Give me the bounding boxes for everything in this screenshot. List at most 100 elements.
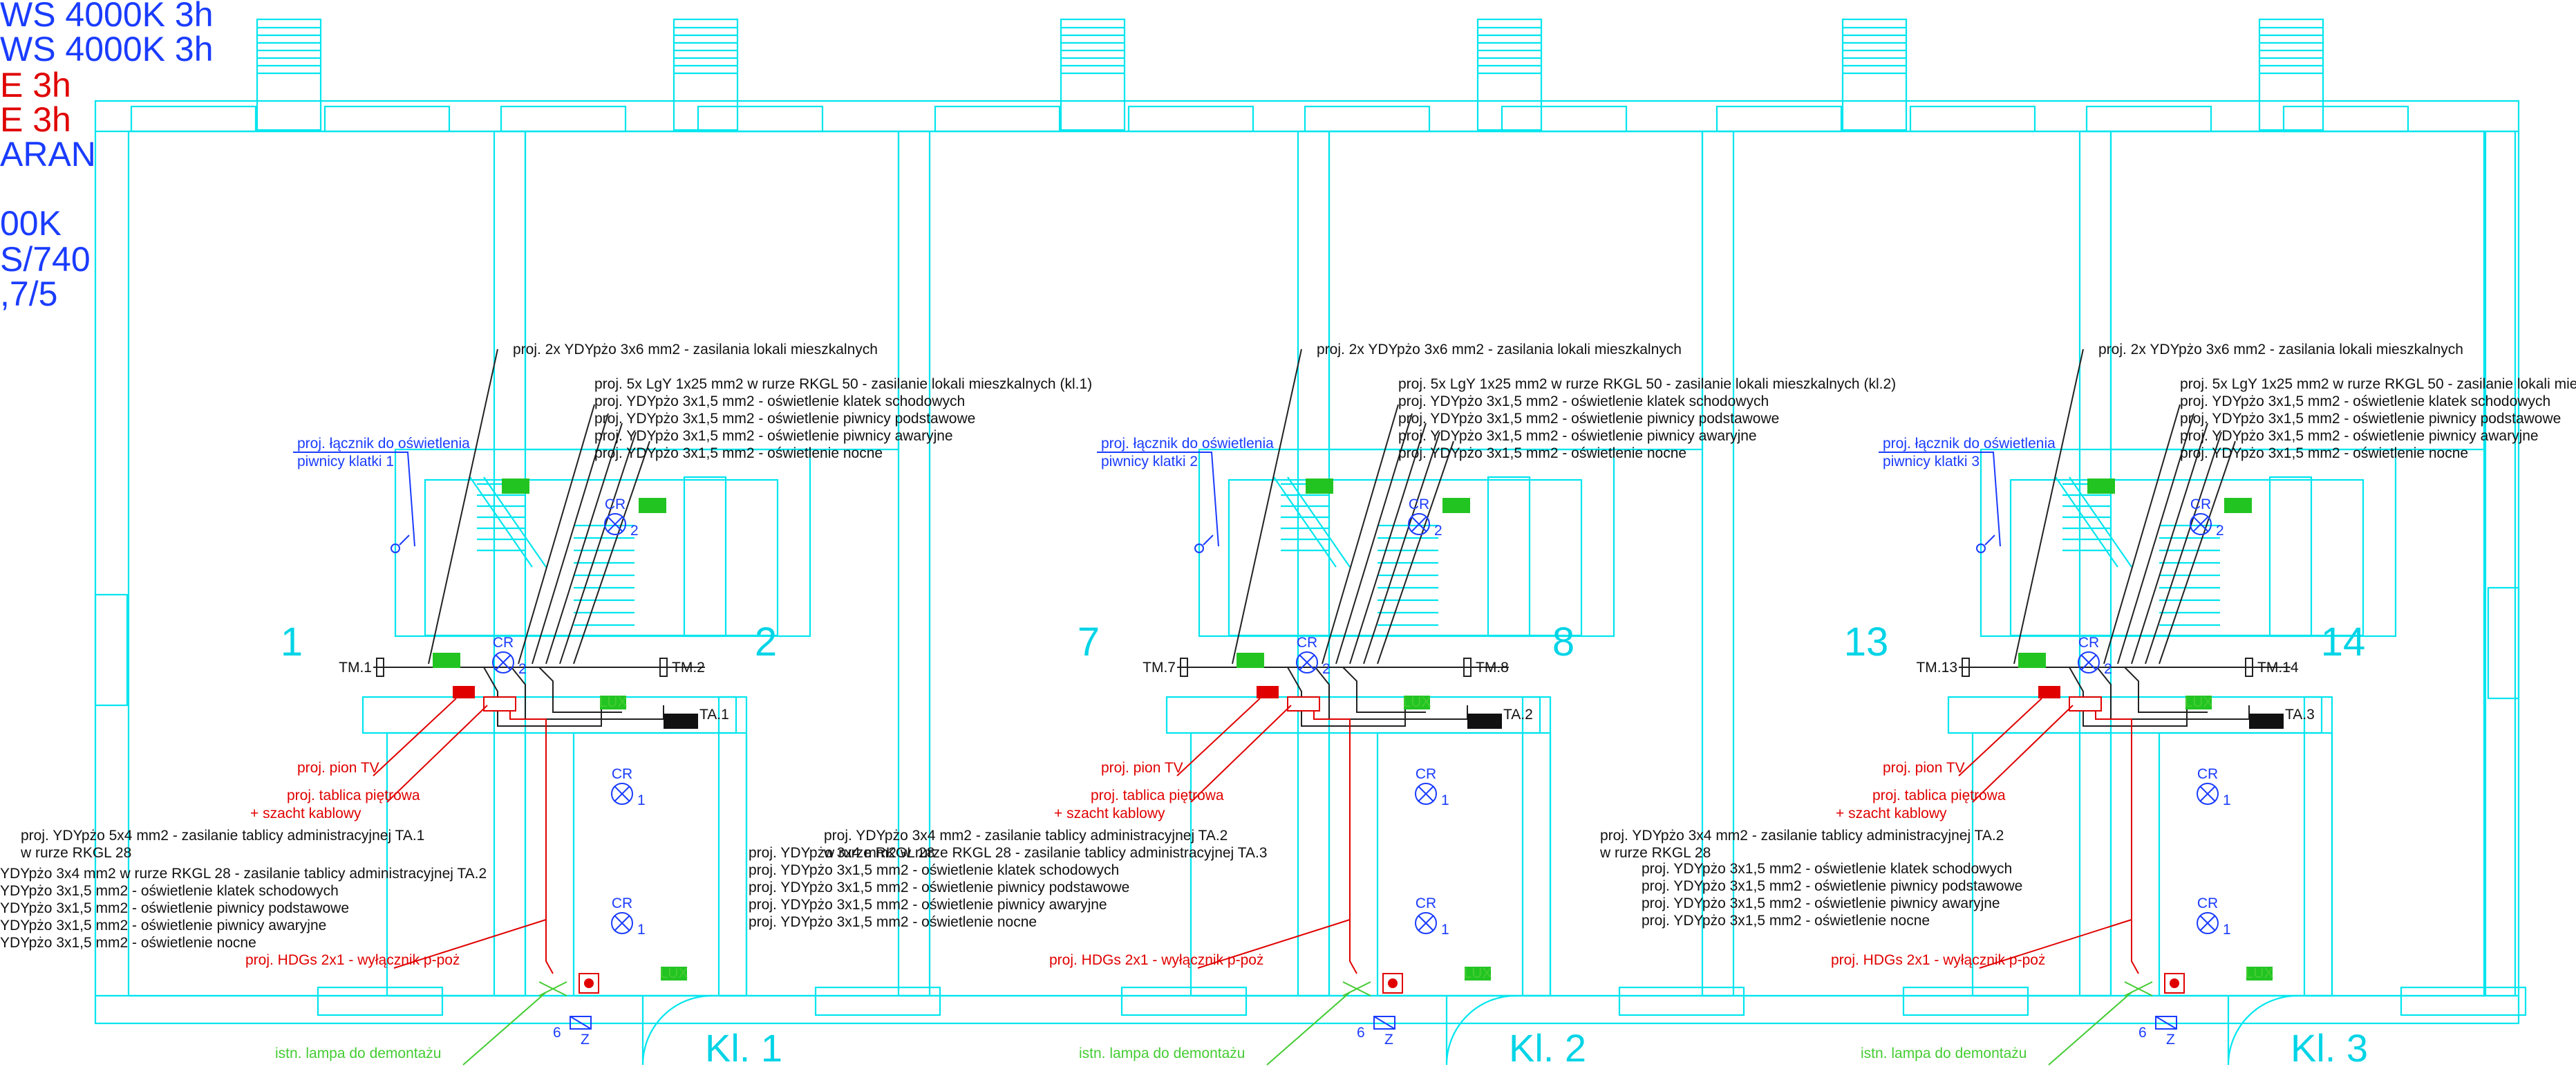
cable-label: proj. YDYpżo 3x1,5 mm2 - oświetlenie kla… — [2180, 393, 2550, 409]
cable-run — [1315, 667, 1468, 720]
luminaire-cross — [607, 516, 623, 532]
party-wall — [2483, 130, 2517, 997]
cable-label: proj. YDYpżo 3x1,5 mm2 - oświetlenie piw… — [2180, 428, 2539, 444]
feed-label: proj. 2x YDYpżo 3x6 mm2 - zasilania loka… — [513, 342, 878, 357]
annotation-labels: proj. YDYpżo 5x4 mm2 - zasilanie tablicy… — [0, 620, 2365, 951]
vent-stack — [2258, 18, 2324, 131]
exit-sign — [1442, 498, 1470, 513]
stair-hall-inner — [1228, 479, 1583, 637]
room-number: 13 — [1844, 620, 1889, 665]
door-count: 6 — [2138, 1025, 2147, 1041]
fire-leader — [1197, 919, 1351, 969]
stair-diagonal — [1287, 476, 1351, 568]
leader-line — [2159, 440, 2236, 665]
corridor-right — [572, 732, 748, 997]
luminaire-type: CR — [605, 496, 626, 512]
leader-line — [2117, 413, 2194, 665]
demolition-label: istn. lampa do demontażu — [275, 1046, 441, 1061]
cable-label: proj. YDYpżo 3x1,5 mm2 - oświetlenie piw… — [2180, 411, 2561, 427]
cable-label: proj. YDYpżo 3x1,5 mm2 - oświetlenie piw… — [1398, 428, 1757, 444]
stair-hall-inner — [2009, 479, 2365, 637]
lift-shaft — [1487, 476, 1531, 638]
window-frame — [2085, 105, 2212, 133]
switch-leader — [293, 452, 415, 547]
lower-cable-label: proj. YDYpżo 3x1,5 mm2 - oświetlenie kla… — [1642, 861, 2012, 877]
tm-left-label: TM.1 — [339, 660, 372, 676]
window-frame — [1501, 105, 1628, 133]
admin-board-label: TA.2 — [1503, 707, 1533, 723]
tv-riser-symbol — [1257, 686, 1279, 698]
luminaire-type: CR — [1416, 766, 1436, 782]
vent-stack — [1841, 18, 1908, 131]
tm-left-label: TM.7 — [1143, 660, 1176, 676]
landing — [1947, 696, 2323, 734]
column — [717, 696, 748, 997]
demolition-leader — [1266, 992, 1351, 1066]
party-wall — [2078, 130, 2112, 997]
tm-right-label: TM.8 — [1476, 660, 1509, 676]
luminaire-cross — [2199, 786, 2216, 802]
tv-leader — [1176, 698, 1261, 777]
window-frame — [1715, 105, 1843, 133]
exit-sign — [433, 653, 460, 668]
board-label: + szacht kablowy — [1054, 806, 1165, 821]
tv-leader — [1958, 698, 2042, 777]
lower-cable-label: YDYpżo 3x4 mm2 w rurze RKGL 28 - zasilan… — [0, 866, 487, 882]
admin-board-label: TA.1 — [699, 707, 729, 723]
door-symbol — [1373, 1016, 1395, 1030]
luminaire-symbol — [2190, 513, 2212, 535]
cable-label: proj. 5x LgY 1x25 mm2 w rurze RKGL 50 - … — [2180, 376, 2576, 392]
stair-hall — [394, 448, 811, 638]
exit-sign — [2018, 653, 2046, 668]
entrance-door-swing — [2227, 994, 2298, 1066]
luminaire-cross — [1299, 654, 1315, 671]
switch-leader — [1097, 452, 1219, 547]
lower-cable-label: proj. YDYpżo 3x4 mm2 w rurze RKGL 28 - z… — [749, 845, 1267, 861]
vent-stack — [1476, 18, 1543, 131]
tv-label: proj. pion TV — [1101, 760, 1183, 776]
tv-riser-symbol — [453, 686, 475, 698]
luminaire-cross — [614, 915, 630, 931]
admin-board-label: TA.3 — [2285, 707, 2315, 723]
stair-hall — [1198, 448, 1615, 638]
vent-stack — [1060, 18, 1126, 131]
switch-label: piwnicy klatki 2 — [1101, 454, 1198, 470]
luminaire-symbol — [2078, 651, 2100, 673]
party-wall — [897, 130, 931, 997]
luminaire-symbol — [1296, 651, 1318, 673]
vent-stack — [256, 18, 322, 131]
luminaire-count: 2 — [2104, 661, 2112, 677]
room-number: 7 — [1078, 620, 1100, 665]
exit-sign-text: LUX — [660, 965, 688, 981]
door-mark: Z — [581, 1032, 590, 1048]
window-frame — [1909, 105, 2036, 133]
stair-diagonal — [2069, 476, 2132, 568]
leader-line — [1232, 349, 1302, 665]
stair-diagonal — [1273, 476, 1337, 568]
switch-label: piwnicy klatki 1 — [297, 454, 394, 470]
leader-line — [559, 431, 637, 665]
corridor-left — [1190, 732, 1331, 997]
door-mark: Z — [1384, 1032, 1393, 1048]
window-frame — [2282, 105, 2409, 133]
exit-sign-text: LUX — [1403, 694, 1431, 710]
board-label: proj. tablica piętrowa — [1091, 788, 1224, 803]
fire-label: proj. HDGs 2x1 - wyłącznik p-poż — [245, 952, 460, 968]
door-mark: Z — [2166, 1032, 2175, 1048]
switch-stem — [1984, 535, 1995, 546]
switch-stem — [399, 535, 410, 546]
building-walls — [94, 100, 2520, 1025]
window-frame — [500, 105, 627, 133]
window-frame — [1618, 986, 1745, 1016]
cable-run — [511, 667, 664, 720]
cable-label: proj. YDYpżo 3x1,5 mm2 - oświetlenie noc… — [594, 445, 883, 461]
leader-line — [1335, 413, 1413, 665]
luminaire-symbol — [611, 783, 633, 805]
exit-sign — [1306, 479, 1333, 494]
demolition-leader — [462, 992, 547, 1066]
door-symbol-line — [1373, 1016, 1395, 1030]
tv-label: proj. pion TV — [1883, 760, 1965, 776]
luminaire-symbol — [611, 912, 633, 934]
